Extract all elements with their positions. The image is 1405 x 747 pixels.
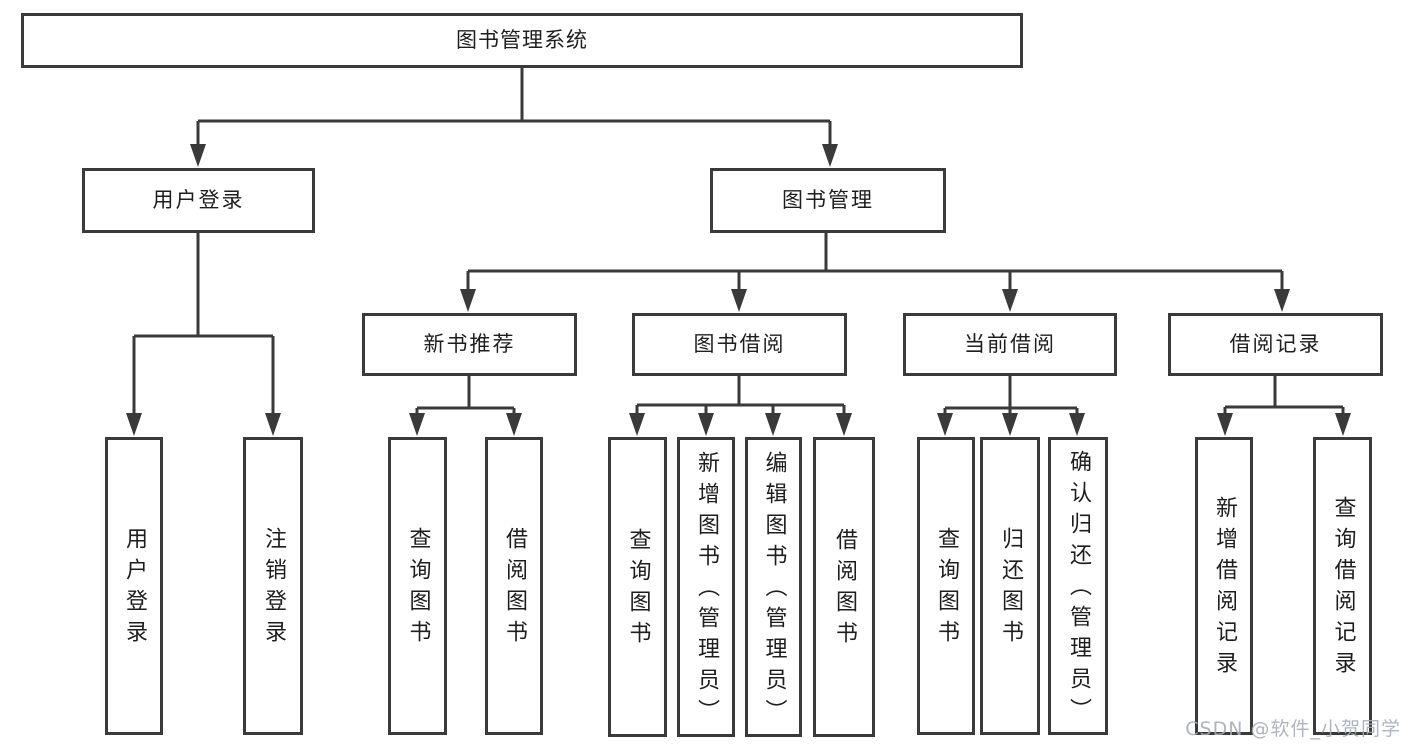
leaf-logout: 注销登录 (243, 437, 303, 735)
leaf-query-books-borrowing: 查询图书 (608, 437, 667, 737)
leaf-borrow-books: 借阅图书 (813, 437, 875, 737)
leaf-user-login: 用户登录 (105, 437, 163, 735)
leaf-query-books-current: 查询图书 (917, 437, 975, 735)
node-new-book-recommendation: 新书推荐 (362, 313, 577, 376)
node-borrowing-records: 借阅记录 (1168, 313, 1383, 376)
node-library-management-system: 图书管理系统 (21, 13, 1023, 68)
leaf-return-books: 归还图书 (980, 437, 1040, 735)
leaf-query-books-recommend: 查询图书 (388, 437, 447, 735)
node-user-login-group: 用户登录 (82, 168, 315, 233)
leaf-add-borrow-record: 新增借阅记录 (1195, 437, 1253, 735)
leaf-query-borrow-record: 查询借阅记录 (1313, 437, 1372, 735)
csdn-watermark: CSDN @软件_小贺同学 (1185, 718, 1401, 740)
node-current-borrowing: 当前借阅 (903, 313, 1117, 376)
node-book-borrowing: 图书借阅 (632, 313, 847, 376)
arrowheads (126, 144, 1351, 436)
node-book-management-group: 图书管理 (710, 168, 946, 233)
leaf-confirm-return-admin: 确认归还（管理员） (1048, 437, 1108, 735)
leaf-edit-books-admin: 编辑图书（管理员） (745, 437, 802, 737)
leaf-add-books-admin: 新增图书（管理员） (677, 437, 735, 737)
leaf-borrow-books-recommend: 借阅图书 (485, 437, 543, 735)
